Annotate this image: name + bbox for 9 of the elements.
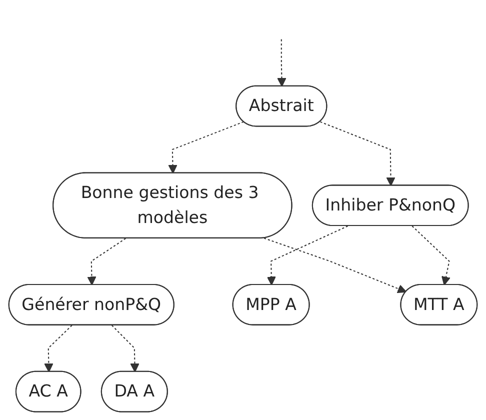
arrow	[320, 121, 396, 186]
arrow	[87, 238, 126, 286]
arrow	[112, 324, 140, 372]
arrow	[168, 121, 244, 174]
arrow	[266, 226, 348, 286]
arrow	[44, 324, 72, 372]
arrow	[412, 226, 450, 286]
arrow	[277, 39, 286, 87]
arrow	[264, 238, 407, 294]
